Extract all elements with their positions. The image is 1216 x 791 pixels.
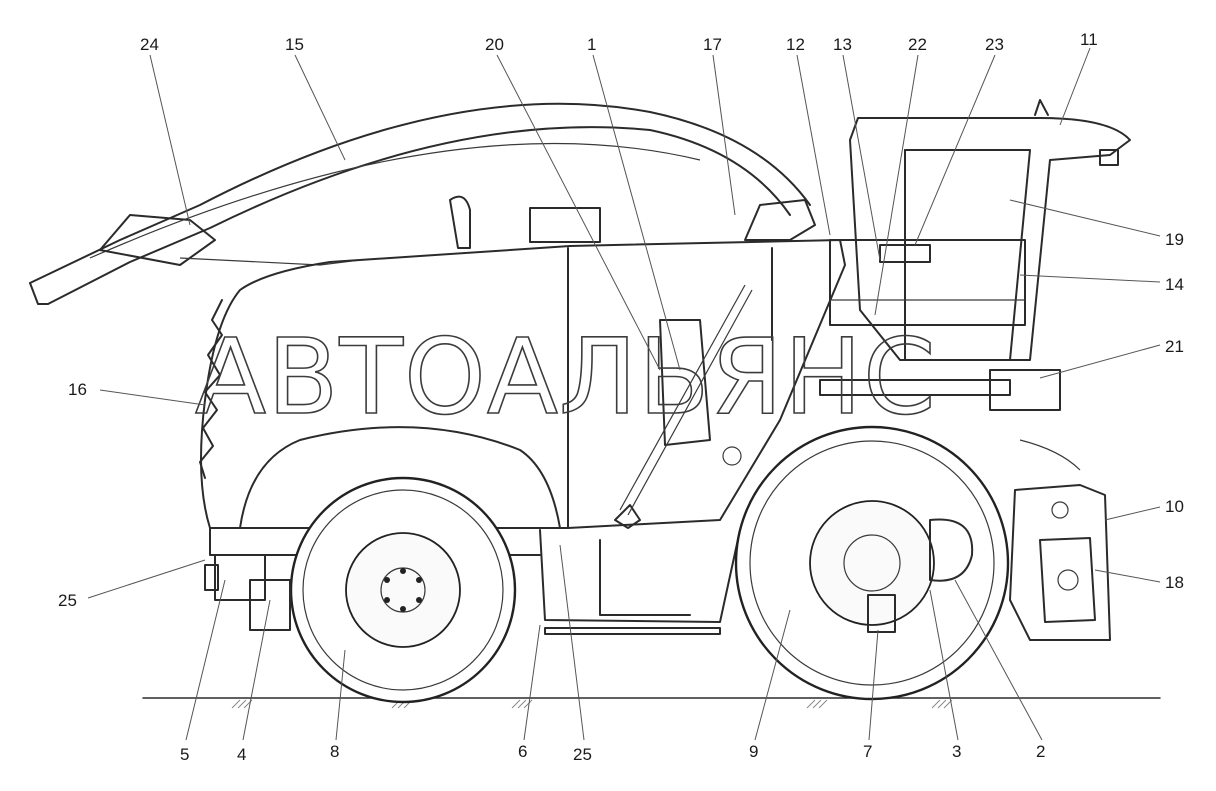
ground: [142, 697, 1161, 709]
callout-25-bottom: 25: [573, 745, 592, 764]
callout-9: 9: [749, 742, 758, 761]
spout: [29, 102, 816, 305]
callout-21: 21: [1165, 337, 1184, 356]
callout-19: 19: [1165, 230, 1184, 249]
callout-11: 11: [1080, 30, 1098, 49]
rear-wheel: [289, 476, 517, 704]
callout-20: 20: [485, 35, 504, 54]
callout-18: 18: [1165, 573, 1184, 592]
callout-14: 14: [1165, 275, 1184, 294]
callout-4: 4: [237, 745, 246, 764]
callout-10: 10: [1165, 497, 1184, 516]
callout-23: 23: [985, 35, 1004, 54]
front-drive: [1009, 439, 1111, 641]
callout-labels: 24 15 20 1 17 12 13 22 23 11 19 14 21 16…: [58, 30, 1184, 764]
rear-hitch: [204, 554, 291, 631]
callout-7: 7: [863, 742, 872, 761]
callout-5: 5: [180, 745, 189, 764]
callout-2: 2: [1036, 742, 1045, 761]
body: [199, 195, 846, 635]
callout-17: 17: [703, 35, 722, 54]
leader-lines: [87, 47, 1161, 741]
front-wheel: [734, 425, 1010, 701]
callout-1: 1: [587, 35, 596, 54]
callout-6: 6: [518, 742, 527, 761]
callout-13: 13: [833, 35, 852, 54]
callout-22: 22: [908, 35, 927, 54]
callout-15: 15: [285, 35, 304, 54]
callout-3: 3: [952, 742, 961, 761]
callout-8: 8: [330, 742, 339, 761]
callout-25-left: 25: [58, 591, 77, 610]
cab: [819, 99, 1131, 411]
watermark: АВТОАЛЬЯНС: [195, 316, 937, 438]
callout-16: 16: [68, 380, 87, 399]
callout-12: 12: [786, 35, 805, 54]
callout-24: 24: [140, 35, 159, 54]
